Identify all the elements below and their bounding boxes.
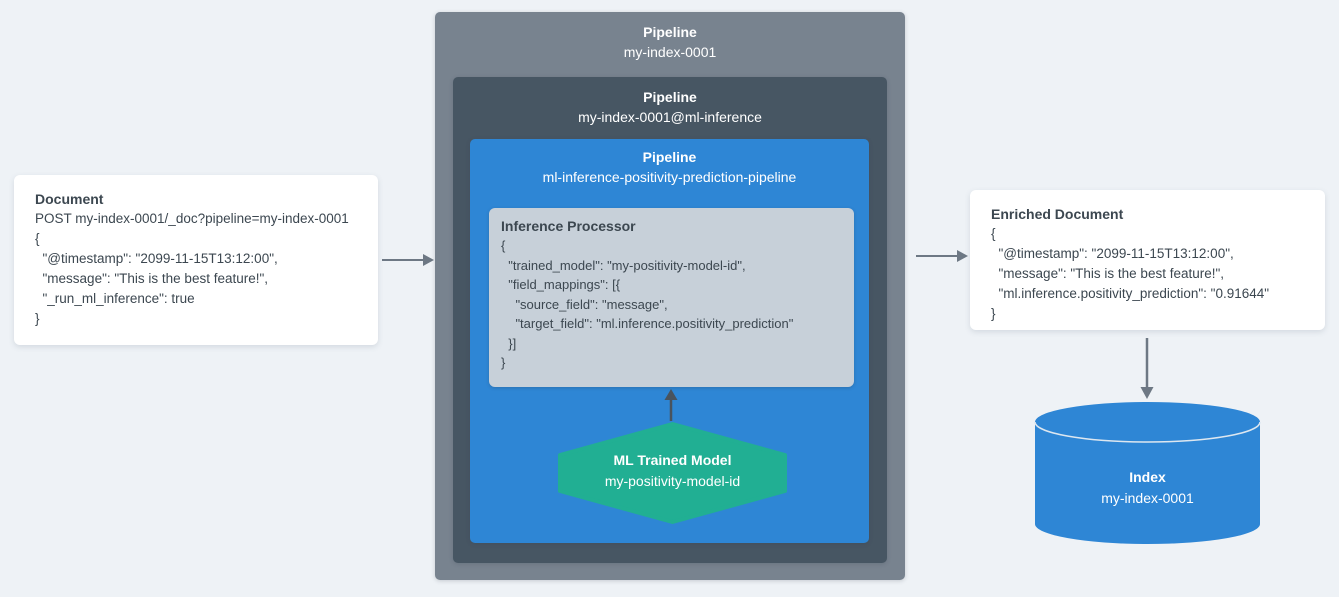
document-json-line: "_run_ml_inference": true	[35, 291, 195, 306]
enriched-json-line: {	[991, 226, 996, 241]
document-json-line: {	[35, 231, 40, 246]
index-label: Index	[1129, 469, 1166, 485]
arrow-right-icon	[382, 254, 434, 266]
inference-processor-card: Inference Processor { "trained_model": "…	[489, 208, 854, 387]
inference-processor-title: Inference Processor	[501, 218, 636, 234]
arrow-down-icon	[1140, 338, 1154, 399]
document-card: Document POST my-index-0001/_doc?pipelin…	[14, 175, 378, 345]
arrow-up-icon	[664, 389, 678, 421]
ml-model-hexagon-icon	[558, 422, 787, 524]
index-label-group: Index my-index-0001	[1033, 467, 1262, 508]
enriched-json-line: "message": "This is the best feature!",	[991, 266, 1225, 281]
ml-model-name: my-positivity-model-id	[604, 473, 741, 489]
inference-processor-json-line: "trained_model": "my-positivity-model-id…	[501, 257, 746, 273]
pipeline-outer-name: my-index-0001	[623, 44, 717, 60]
enriched-json-line: "@timestamp": "2099-11-15T13:12:00",	[991, 246, 1234, 261]
enriched-document-title: Enriched Document	[991, 206, 1124, 222]
document-json-line: "@timestamp": "2099-11-15T13:12:00",	[35, 251, 278, 266]
inference-processor-json-line: "source_field": "message",	[501, 296, 668, 312]
document-json-line: }	[35, 311, 40, 326]
enriched-document-card: Enriched Document { "@timestamp": "2099-…	[970, 190, 1325, 330]
document-json-line: POST my-index-0001/_doc?pipeline=my-inde…	[35, 211, 349, 226]
pipeline-middle-label: Pipeline	[643, 89, 697, 105]
inference-processor-json-line: "target_field": "ml.inference.positivity…	[501, 316, 794, 331]
pipeline-middle-name: my-index-0001@ml-inference	[578, 109, 762, 125]
pipeline-inner-label: Pipeline	[642, 149, 697, 165]
index-database-cylinder-icon	[1034, 402, 1261, 544]
pipeline-inner-name: ml-inference-positivity-prediction-pipel…	[542, 169, 797, 185]
inference-processor-json-line: }	[501, 355, 506, 370]
ml-model-title: ML Trained Model	[613, 452, 732, 468]
inference-processor-json-line: }]	[501, 335, 517, 351]
inference-processor-json-line: "field_mappings": [{	[501, 277, 621, 292]
pipeline-outer-label: Pipeline	[643, 24, 697, 40]
index-name: my-index-0001	[1101, 490, 1194, 506]
ml-model-label: ML Trained Model my-positivity-model-id	[558, 450, 787, 491]
enriched-json-line: "ml.inference.positivity_prediction": "0…	[991, 286, 1270, 301]
enriched-json-line: }	[991, 306, 996, 321]
document-card-title: Document	[35, 191, 104, 207]
inference-processor-json-line: {	[501, 238, 506, 253]
arrow-right-icon	[916, 250, 968, 262]
document-json-line: "message": "This is the best feature!",	[35, 271, 269, 286]
